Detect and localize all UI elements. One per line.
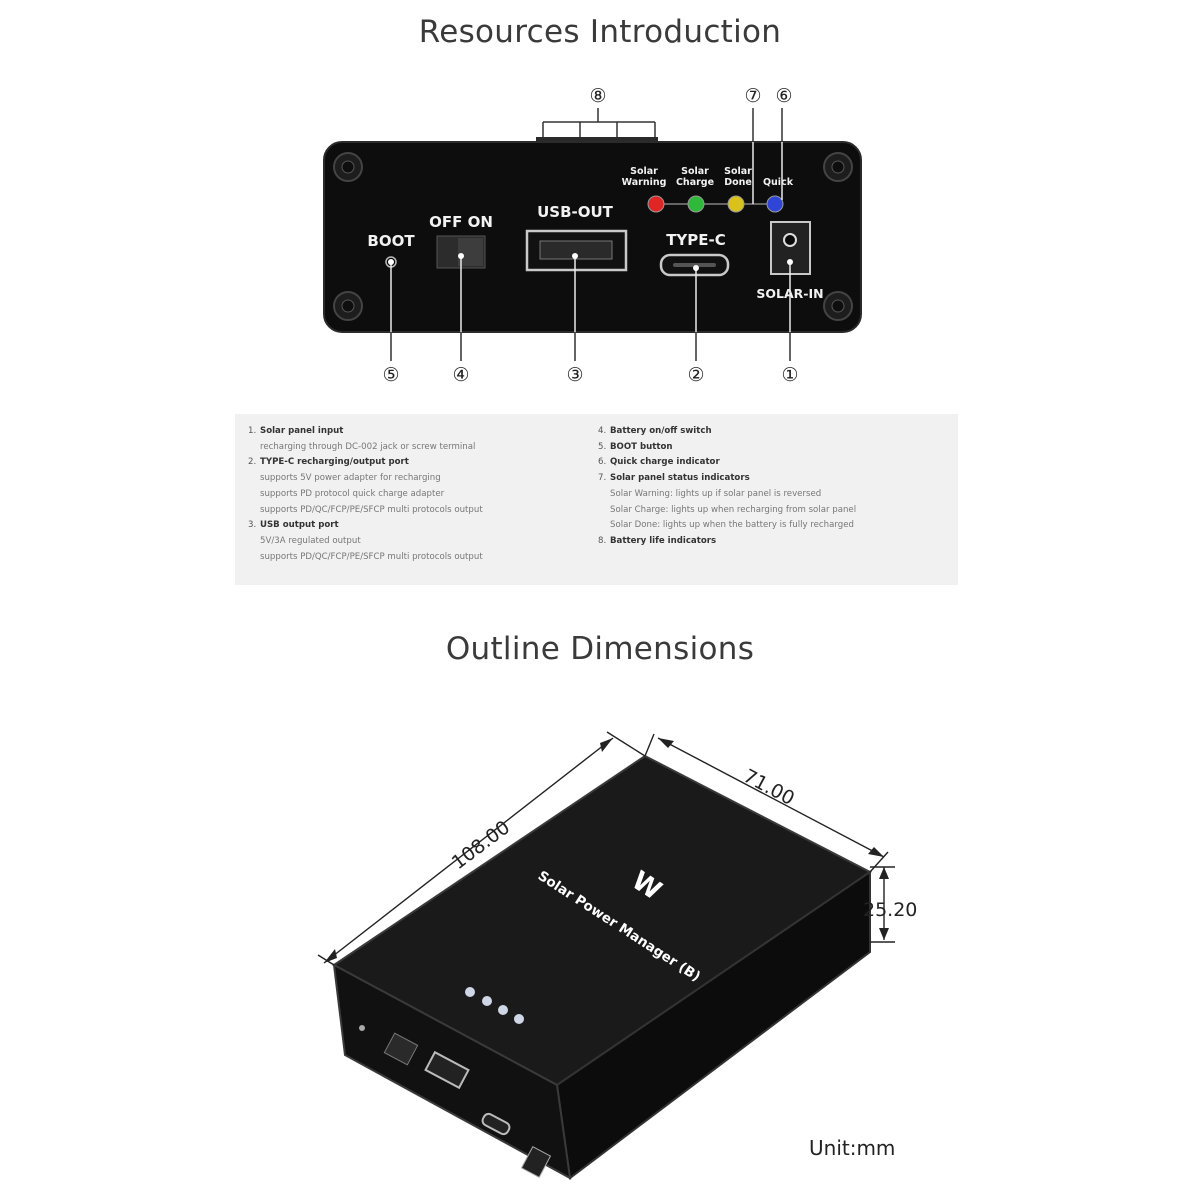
description-item: 7.Solar panel status indicators — [585, 471, 856, 487]
unit-label: Unit:mm — [809, 1136, 896, 1160]
item-heading: TYPE-C recharging/output port — [260, 457, 409, 468]
item-detail: Solar Warning: lights up if solar panel … — [610, 488, 822, 499]
device-3d-view: W Solar Power Manager (B) — [332, 754, 872, 1180]
item-number: 1. — [248, 426, 257, 436]
item-detail: supports 5V power adapter for recharging — [260, 473, 441, 484]
item-number: 6. — [598, 457, 607, 468]
callout-6: ⑥ — [775, 85, 792, 107]
item-heading: Battery life indicators — [610, 535, 717, 546]
item-heading: USB output port — [260, 520, 339, 531]
item-heading: BOOT button — [610, 441, 673, 452]
front-panel: BOOT OFF ON USB-OUT TYPE-C Solar Warning… — [323, 137, 862, 333]
item-number: 2. — [248, 457, 257, 468]
item-number: 5. — [598, 441, 607, 452]
callout-2: ② — [687, 364, 704, 386]
item-number: 7. — [598, 473, 607, 484]
item-heading: Quick charge indicator — [610, 457, 720, 468]
boot-label: BOOT — [367, 232, 415, 250]
description-item: 6.Quick charge indicator — [585, 455, 856, 471]
item-heading: Battery on/off switch — [610, 426, 712, 436]
screw-icon — [823, 152, 853, 182]
led-quick — [766, 195, 784, 213]
dimension-width: 71.00 — [740, 765, 798, 810]
item-number: 8. — [598, 535, 607, 546]
dimension-height: 25.20 — [863, 899, 917, 921]
description-item: 3.USB output port — [235, 518, 483, 534]
dimension-lines — [317, 731, 895, 966]
description-item: 8.Battery life indicators — [585, 534, 856, 550]
screw-icon — [333, 152, 363, 182]
item-detail: Solar Charge: lights up when recharging … — [610, 504, 857, 515]
led-label-quick: Quick — [763, 177, 794, 188]
item-detail: 5V/3A regulated output — [260, 535, 361, 546]
type-c-label: TYPE-C — [666, 231, 726, 249]
callout-1: ① — [781, 364, 798, 386]
resources-title: Resources Introduction — [418, 14, 782, 50]
item-number: 3. — [248, 520, 257, 531]
led-solar-charge — [687, 195, 705, 213]
callout-3: ③ — [566, 364, 583, 386]
led-label-done-2: Done — [724, 177, 752, 188]
led-label-warning-1: Solar — [630, 166, 658, 177]
led-label-charge-1: Solar — [681, 166, 709, 177]
item-detail: supports PD/QC/FCP/PE/SFCP multi protoco… — [260, 504, 483, 515]
led-label-charge-2: Charge — [676, 177, 714, 188]
item-heading: Solar panel input — [260, 426, 344, 436]
description-item: 2.TYPE-C recharging/output port — [235, 455, 483, 471]
screw-icon — [823, 291, 853, 321]
usb-out-label: USB-OUT — [537, 203, 614, 221]
description-item: 1.Solar panel input — [235, 424, 483, 440]
description-item: 5.BOOT button — [585, 440, 856, 456]
callout-5: ⑤ — [382, 364, 399, 386]
callout-7: ⑦ — [744, 85, 761, 107]
item-number: 4. — [598, 426, 607, 436]
item-detail: Solar Done: lights up when the battery i… — [610, 520, 854, 531]
led-label-done-1: Solar — [724, 166, 752, 177]
item-detail: supports PD/QC/FCP/PE/SFCP multi protoco… — [260, 551, 483, 562]
item-detail: recharging through DC-002 jack or screw … — [260, 441, 476, 452]
item-heading: Solar panel status indicators — [610, 473, 750, 484]
switch-label: OFF ON — [429, 213, 493, 231]
screw-icon — [333, 291, 363, 321]
callout-4: ④ — [452, 364, 469, 386]
description-item: 4.Battery on/off switch — [585, 424, 856, 440]
callout-8: ⑧ — [589, 85, 606, 107]
led-label-warning-2: Warning — [622, 177, 667, 188]
led-solar-warning — [647, 195, 665, 213]
outline-title: Outline Dimensions — [445, 631, 755, 667]
item-detail: supports PD protocol quick charge adapte… — [260, 488, 445, 499]
led-solar-done — [727, 195, 745, 213]
